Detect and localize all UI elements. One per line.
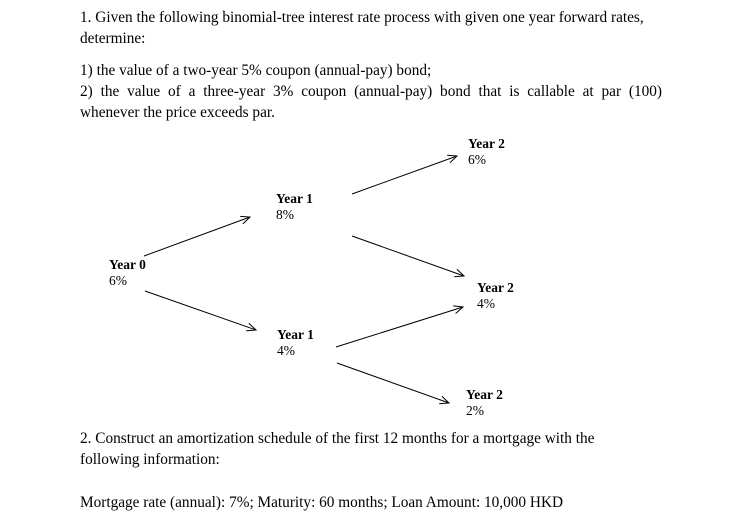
tree-node-year2-up-label: Year 2	[468, 136, 505, 151]
tree-node-year2-mid-label: Year 2	[477, 280, 514, 295]
tree-node-year1-up: Year 1 8%	[276, 191, 313, 222]
problem-1-line-2: determine:	[80, 30, 146, 47]
tree-node-year1-up-rate: 8%	[276, 206, 294, 222]
tree-node-year1-down: Year 1 4%	[277, 327, 314, 358]
tree-edge-year1down-to-year2-mid	[335, 305, 465, 348]
problem-2-line-1: 2. Construct an amortization schedule of…	[80, 430, 595, 447]
problem-1-item-2-line-1: 2) the value of a three-year 3% coupon (…	[80, 83, 662, 100]
tree-node-year1-up-label: Year 1	[276, 191, 313, 206]
tree-node-year2-down: Year 2 2%	[466, 387, 503, 418]
tree-node-year2-down-rate: 2%	[466, 402, 484, 418]
problem-2-line-2: following information:	[80, 451, 220, 468]
tree-node-year0-rate: 6%	[109, 272, 127, 288]
tree-node-year2-mid-rate: 4%	[477, 295, 495, 311]
problem-1-items: 1) the value of a two-year 5% coupon (an…	[80, 60, 662, 123]
tree-node-year2-up-rate: 6%	[468, 151, 486, 167]
tree-node-year0-label: Year 0	[109, 257, 146, 272]
problem-2-intro: 2. Construct an amortization schedule of…	[80, 428, 662, 470]
problem-1-line-1: 1. Given the following binomial-tree int…	[80, 9, 644, 26]
tree-edge-year1up-to-year2-up	[351, 154, 459, 195]
mortgage-details-line: Mortgage rate (annual): 7%; Maturity: 60…	[80, 494, 564, 511]
tree-node-year2-down-label: Year 2	[466, 387, 503, 402]
problem-1-intro: 1. Given the following binomial-tree int…	[80, 7, 662, 49]
problem-1-item-2-line-2: whenever the price exceeds par.	[80, 104, 275, 121]
tree-node-year2-mid: Year 2 4%	[477, 280, 514, 311]
problem-2-details: Mortgage rate (annual): 7%; Maturity: 60…	[80, 492, 662, 513]
problem-1-item-1: 1) the value of a two-year 5% coupon (an…	[80, 62, 432, 79]
tree-node-year1-down-rate: 4%	[277, 342, 295, 358]
tree-edge-year1up-to-year2-mid	[351, 235, 466, 278]
tree-edge-year1down-to-year2-down	[336, 362, 451, 405]
tree-node-year0: Year 0 6%	[109, 257, 146, 288]
tree-node-year1-down-label: Year 1	[277, 327, 314, 342]
tree-node-year2-up: Year 2 6%	[468, 136, 505, 167]
tree-edge-year0-to-year1-down	[144, 290, 258, 332]
tree-edge-year0-to-year1-up	[143, 215, 252, 257]
